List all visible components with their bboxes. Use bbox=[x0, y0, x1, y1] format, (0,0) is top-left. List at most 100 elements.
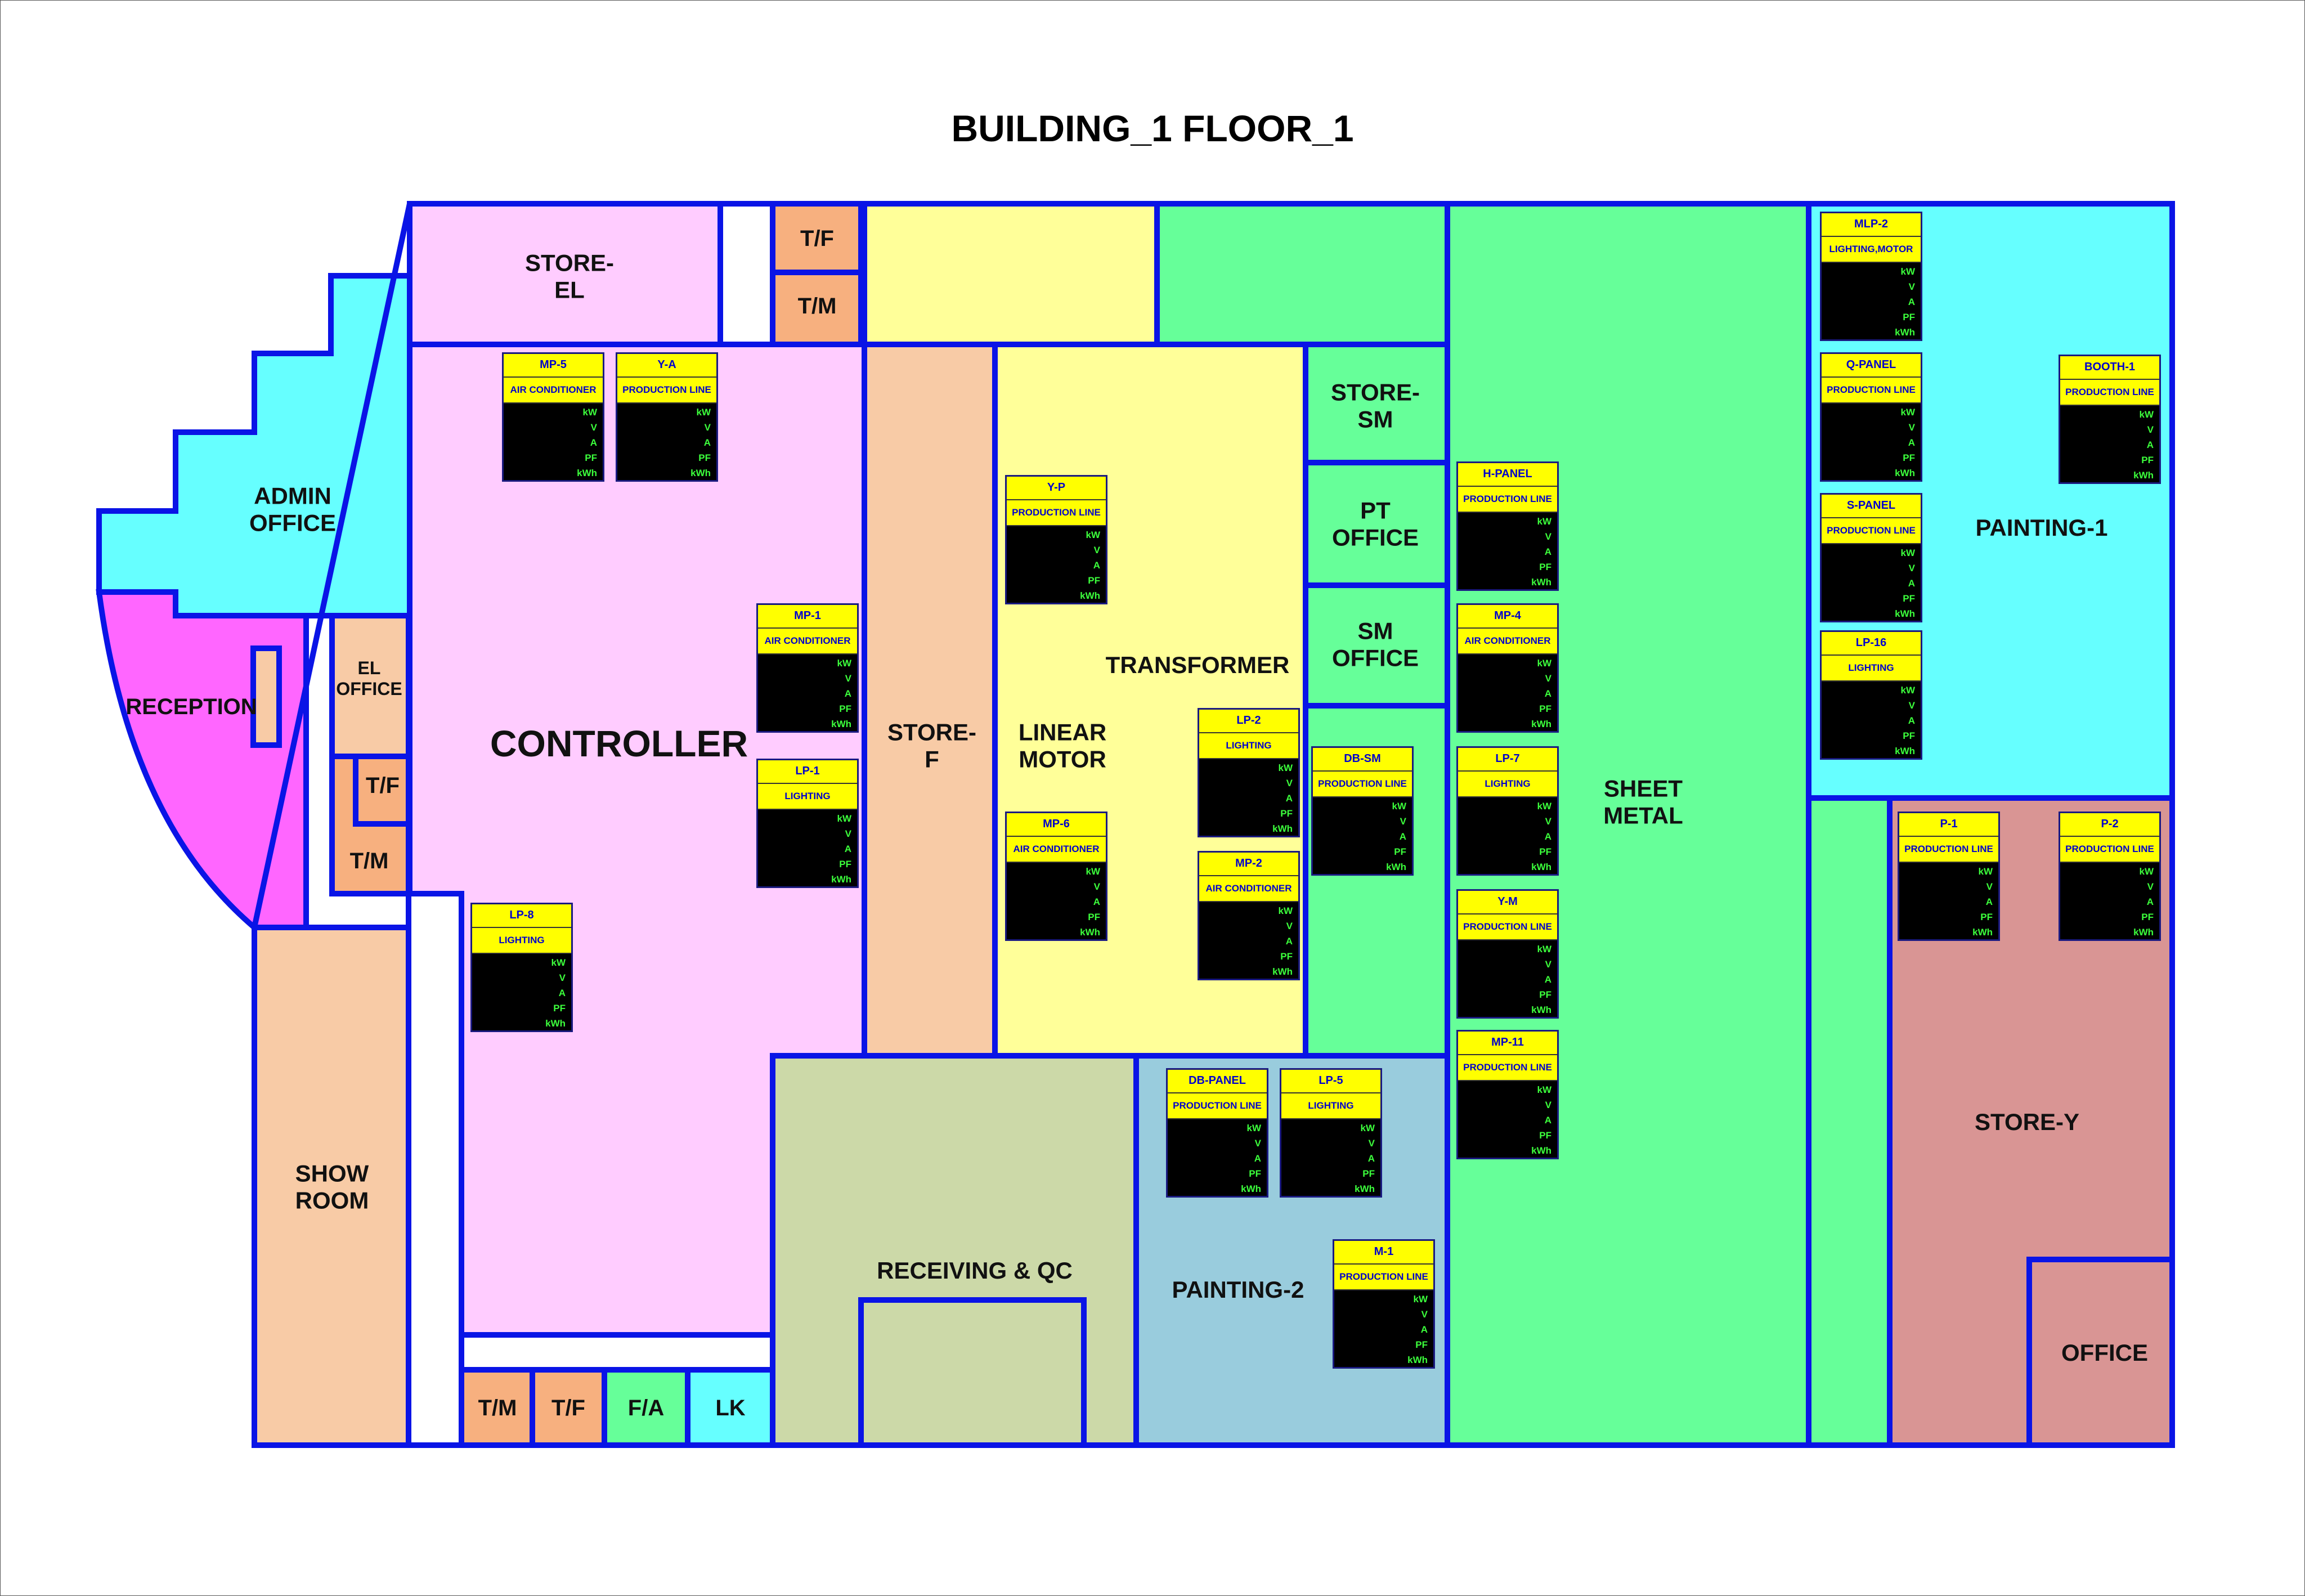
meter-unit-v: V bbox=[590, 422, 597, 433]
meter-unit-v: V bbox=[1908, 281, 1915, 292]
reception-room bbox=[96, 589, 309, 930]
meter-unit-kwh: kWh bbox=[2133, 470, 2154, 481]
room-label-store-el: STORE- EL bbox=[525, 249, 614, 303]
room-label-tf-top: T/F bbox=[800, 226, 834, 251]
meter-unit-kw: kW bbox=[582, 407, 598, 418]
meter-unit-kw: kW bbox=[1537, 1084, 1552, 1095]
room-label-fa: F/A bbox=[627, 1396, 665, 1420]
meter-unit-pf: PF bbox=[1415, 1339, 1428, 1350]
meter-unit-a: A bbox=[1285, 793, 1293, 804]
meter-unit-pf: PF bbox=[1362, 1168, 1375, 1179]
corridor-left bbox=[406, 891, 464, 1448]
admin-office-room bbox=[96, 273, 412, 618]
meter-unit-kwh: kWh bbox=[1895, 746, 1915, 756]
meter-type: PRODUCTION LINE bbox=[1168, 1093, 1267, 1119]
meter-unit-kwh: kWh bbox=[1386, 862, 1406, 872]
meter-name: P-2 bbox=[2060, 813, 2159, 837]
room-label-lk: LK bbox=[715, 1396, 746, 1420]
meter-name: MP-11 bbox=[1458, 1032, 1557, 1055]
room-label-receiving-qc: RECEIVING & QC bbox=[877, 1257, 1073, 1284]
meter-unit-kwh: kWh bbox=[1531, 719, 1551, 729]
meter-name: MLP-2 bbox=[1822, 213, 1921, 237]
meter-unit-a: A bbox=[590, 437, 597, 448]
meter-unit-kwh: kWh bbox=[1531, 1005, 1551, 1015]
room-label-tm-bottom: T/M bbox=[478, 1396, 517, 1420]
meter-unit-v: V bbox=[1093, 881, 1100, 892]
meter-type: LIGHTING bbox=[1822, 656, 1921, 682]
meter-unit-a: A bbox=[1285, 936, 1293, 947]
meter-unit-v: V bbox=[1400, 816, 1406, 827]
meter-unit-v: V bbox=[1545, 531, 1551, 542]
meter-type: PRODUCTION LINE bbox=[1899, 837, 1998, 863]
meter-unit-kwh: kWh bbox=[1272, 823, 1293, 834]
meter-unit-a: A bbox=[1254, 1153, 1261, 1164]
meter-name: Y-M bbox=[1458, 891, 1557, 914]
meter-unit-kwh: kWh bbox=[1241, 1183, 1261, 1194]
meter-unit-v: V bbox=[2147, 424, 2154, 435]
room-label-store-sm: STORE- SM bbox=[1331, 379, 1420, 433]
meter-name: H-PANEL bbox=[1458, 463, 1557, 487]
meter-unit-pf: PF bbox=[1539, 846, 1551, 857]
meter-unit-pf: PF bbox=[1903, 452, 1915, 463]
meter-type: AIR CONDITIONER bbox=[504, 378, 603, 404]
meter-unit-kw: kW bbox=[1900, 685, 1916, 696]
tf-mid-box bbox=[353, 754, 411, 827]
green-strip-room bbox=[1806, 795, 1893, 1448]
meter-unit-v: V bbox=[1908, 563, 1915, 573]
meter-unit-kw: kW bbox=[837, 813, 852, 824]
meter-unit-a: A bbox=[1367, 1153, 1375, 1164]
meter-type: PRODUCTION LINE bbox=[1822, 378, 1921, 404]
meter-name: MP-6 bbox=[1007, 813, 1106, 837]
meter-name: DB-SM bbox=[1313, 748, 1412, 772]
meter-unit-v: V bbox=[704, 422, 711, 433]
meter-name: MP-1 bbox=[758, 605, 857, 629]
meter-unit-pf: PF bbox=[698, 452, 711, 463]
room-label-tm-top: T/M bbox=[797, 294, 837, 319]
meter-unit-kwh: kWh bbox=[1272, 966, 1293, 977]
meter-unit-v: V bbox=[1545, 959, 1551, 970]
store-f-room bbox=[862, 342, 998, 1059]
meter-unit-kwh: kWh bbox=[1355, 1183, 1375, 1194]
meter-unit-kwh: kWh bbox=[1972, 927, 1993, 938]
meter-unit-v: V bbox=[845, 828, 851, 839]
meter-unit-a: A bbox=[1544, 831, 1551, 842]
meter-unit-a: A bbox=[2146, 896, 2154, 907]
meter-unit-pf: PF bbox=[1539, 1130, 1551, 1141]
room-label-tf-mid: T/F bbox=[366, 773, 400, 798]
room-label-admin-office: ADMIN OFFICE bbox=[249, 482, 336, 536]
room-label-sheet-metal: SHEET METAL bbox=[1603, 775, 1683, 829]
meter-name: Q-PANEL bbox=[1822, 354, 1921, 378]
meter-name: P-1 bbox=[1899, 813, 1998, 837]
meter-unit-kwh: kWh bbox=[831, 719, 851, 729]
